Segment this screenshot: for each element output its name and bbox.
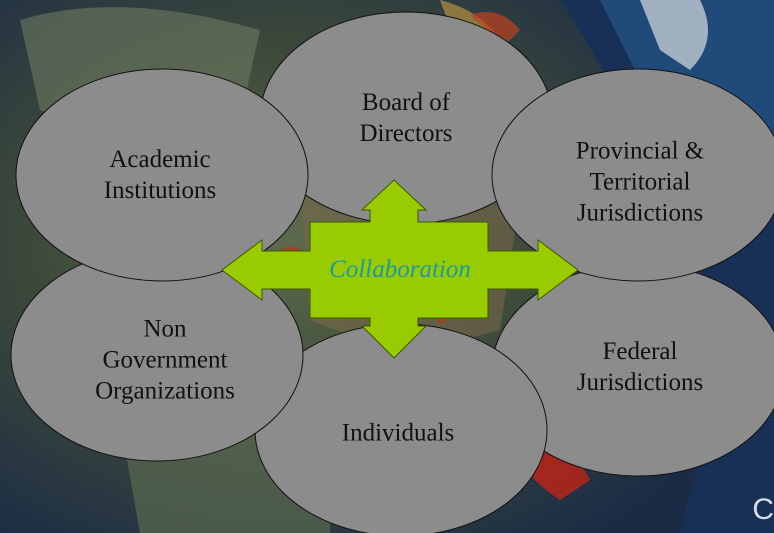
node-provincial-shape (491, 68, 774, 282)
node-individuals-label: Individuals (341, 419, 455, 447)
node-academic-shape (15, 68, 309, 282)
node-board-label: Board of Directors (359, 89, 453, 147)
node-academic-label: Academic Institutions (103, 146, 217, 204)
node-provincial-label: Provincial & Territorial Jurisdictions (575, 137, 705, 227)
hub-cross-arrows (221, 179, 579, 359)
hub-label: Collaboration (329, 256, 471, 283)
node-ngo-label: Non Government Organizations (95, 315, 235, 405)
map-watermark: C (752, 493, 774, 526)
node-federal-label: Federal Jurisdictions (576, 338, 704, 396)
